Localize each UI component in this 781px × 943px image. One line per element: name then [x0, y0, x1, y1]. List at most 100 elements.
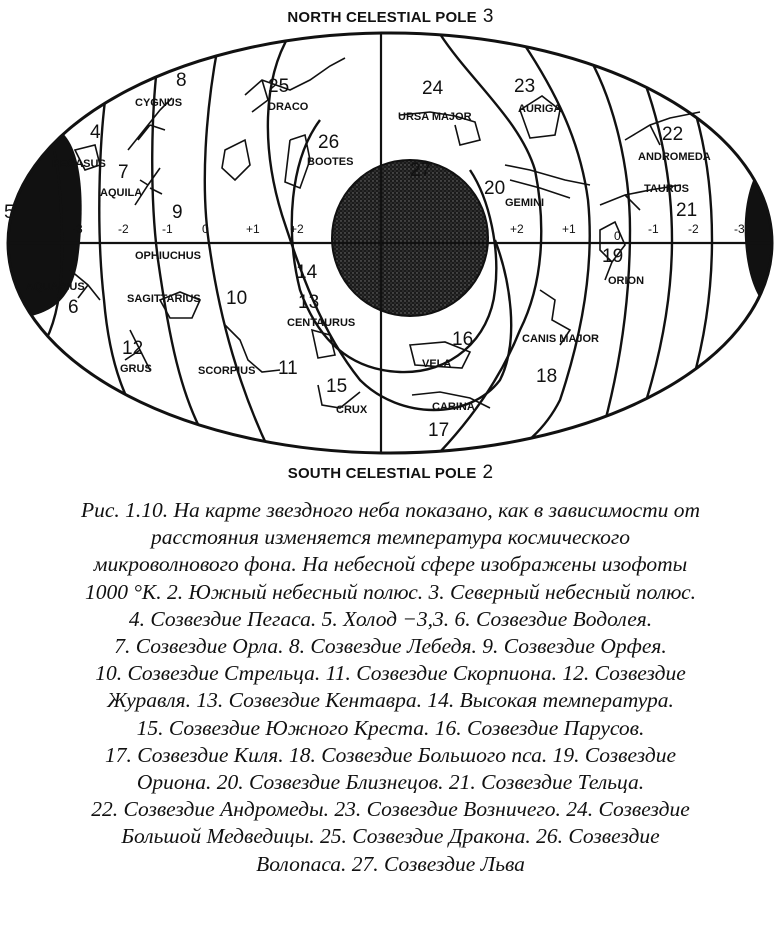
cygnus-figure — [127, 97, 173, 151]
south-pole-title: SOUTH CELESTIAL POLE 2 — [0, 462, 781, 484]
isotherm-label: 0 — [614, 229, 621, 243]
constellation-name: AQUILA — [100, 187, 142, 199]
constellation-name: VELA — [422, 358, 451, 370]
caption-line: Волопаса. 27. Созвездие Льва — [256, 851, 525, 876]
auriga-figure — [519, 95, 561, 139]
constellation-name: AQUARIUS — [26, 281, 85, 293]
constellation-number: 25 — [268, 76, 289, 97]
caption-line: Большой Медведицы. 25. Созвездие Дракона… — [121, 824, 660, 849]
isotherm-label: +1 — [246, 222, 260, 236]
standalone-number: 14 — [296, 262, 318, 283]
constellation-name: ANDROMEDA — [638, 151, 711, 163]
constellation-name: URSA MAJOR — [398, 111, 472, 123]
north-pole-label: NORTH CELESTIAL POLE — [287, 9, 477, 26]
isotherm-label: 0 — [202, 222, 209, 236]
caption-line: 1000 °К. 2. Южный небесный полюс. 3. Сев… — [84, 579, 697, 604]
gemini-figure — [504, 164, 591, 199]
vela-figure — [408, 341, 472, 369]
constellation-number: 6 — [68, 297, 79, 318]
constellation-name: AURIGA — [518, 103, 561, 115]
standalone-number: 5 — [4, 202, 15, 223]
constellation-number: 17 — [428, 420, 449, 441]
centaurus-figure — [310, 328, 336, 359]
caption-line: микроволнового фона. На небесной сфере и… — [93, 552, 688, 577]
constellation-number: 11 — [278, 358, 298, 379]
sky-sphere-outline — [6, 31, 774, 455]
constellation-name: ORION — [608, 275, 644, 287]
caption-line: 10. Созвездие Стрельца. 11. Созвездие Ск… — [95, 661, 686, 686]
isotherm-labels: -3 -2 -1 0 +1 +2 +2 +1 0 -1 -2 -3 — [72, 222, 745, 243]
constellation-number: 24 — [422, 78, 444, 99]
draco-figure — [244, 57, 346, 113]
constellation-number: 22 — [662, 124, 683, 145]
constellation-number: 26 — [318, 132, 339, 153]
isotherm-label: +2 — [290, 222, 304, 236]
ursa-major-figure — [399, 111, 481, 146]
sky-map-figure: -3 -2 -1 0 +1 +2 +2 +1 0 -1 -2 -3 CYGNUS… — [4, 31, 774, 455]
constellation-number: 9 — [172, 202, 183, 223]
isotherm-label: +1 — [562, 222, 576, 236]
constellation-names: CYGNUS DRACO URSA MAJOR AURIGA ANDROMEDA… — [26, 97, 711, 416]
constellation-name: DRACO — [268, 101, 309, 113]
constellation-number: 19 — [602, 246, 623, 267]
isotherm-curve — [583, 49, 632, 441]
caption-line: 7. Созвездие Орла. 8. Созвездие Лебедя. … — [114, 634, 667, 659]
sky-map-svg: -3 -2 -1 0 +1 +2 +2 +1 0 -1 -2 -3 CYGNUS… — [4, 31, 774, 455]
south-pole-label: SOUTH CELESTIAL POLE — [287, 465, 477, 482]
isotherm-label: +2 — [510, 222, 524, 236]
isotherm-label: -1 — [162, 222, 173, 236]
pegasus-figure — [73, 144, 101, 171]
figure-caption: Рис. 1.10. На карте звездного неба показ… — [4, 497, 777, 878]
constellation-name: GEMINI — [505, 197, 544, 209]
caption-line: 22. Созвездие Андромеды. 23. Созвездие В… — [91, 797, 690, 822]
constellation-name: PEGASUS — [52, 158, 106, 170]
constellation-name: CANIS MAJOR — [522, 333, 599, 345]
isotherm-lines — [44, 33, 714, 453]
constellation-name: CRUX — [336, 404, 368, 416]
caption-line: 17. Созвездие Киля. 18. Созвездие Большо… — [104, 742, 677, 767]
constellation-number: 18 — [536, 366, 557, 387]
isotherm-curve — [688, 94, 714, 391]
isotherm-curve — [151, 43, 212, 447]
isotherm-curve — [203, 34, 272, 453]
constellation-number: 12 — [122, 338, 143, 359]
standalone-number: 27 — [410, 160, 431, 181]
constellation-name: CENTAURUS — [287, 317, 355, 329]
constellation-name: TAURUS — [644, 183, 689, 195]
constellation-name: OPHIUCHUS — [135, 250, 201, 262]
constellation-number: 15 — [326, 376, 347, 397]
caption-line: расстояния изменяется температура космич… — [151, 525, 630, 550]
crux-figure — [317, 384, 361, 409]
bootes-figure — [284, 133, 311, 190]
constellation-number: 8 — [176, 70, 187, 91]
aquila-figure — [134, 167, 163, 206]
constellation-name: CYGNUS — [135, 97, 182, 109]
constellation-name: BOOTES — [307, 156, 353, 168]
isotherm-curve — [290, 119, 498, 374]
isotherm-label: -3 — [734, 222, 745, 236]
caption-line: Рис. 1.10. На карте звездного неба показ… — [80, 498, 701, 522]
grus-figure — [124, 329, 151, 371]
constellation-number: 7 — [118, 162, 129, 183]
constellation-number: 10 — [226, 288, 247, 309]
constellation-name: GRUS — [120, 363, 152, 375]
constellation-numbers: 8 25 24 23 22 4 7 26 20 21 9 6 10 13 19 … — [4, 70, 697, 441]
sagittarius-figure — [158, 291, 202, 319]
isotherm-curve — [266, 33, 513, 412]
andromeda-figure — [624, 111, 701, 146]
south-pole-number: 2 — [482, 462, 494, 483]
constellation-number: 4 — [90, 122, 101, 143]
constellation-name: CARINA — [432, 401, 475, 413]
constellation-number: 13 — [298, 292, 319, 313]
caption-line: 4. Созвездие Пегаса. 5. Холод −3,3. 6. С… — [128, 606, 653, 631]
canis-major-figure — [539, 289, 572, 346]
isotherm-label: -2 — [118, 222, 129, 236]
caption-line: Журавля. 13. Созвездие Кентавра. 14. Выс… — [107, 688, 674, 713]
constellation-number: 16 — [452, 329, 473, 350]
isotherm-curve — [638, 69, 674, 421]
isotherm-label: -3 — [72, 222, 83, 236]
isotherm-label: -1 — [648, 222, 659, 236]
aquarius-figure — [69, 269, 101, 301]
constellation-name: SCORPIUS — [198, 365, 255, 377]
